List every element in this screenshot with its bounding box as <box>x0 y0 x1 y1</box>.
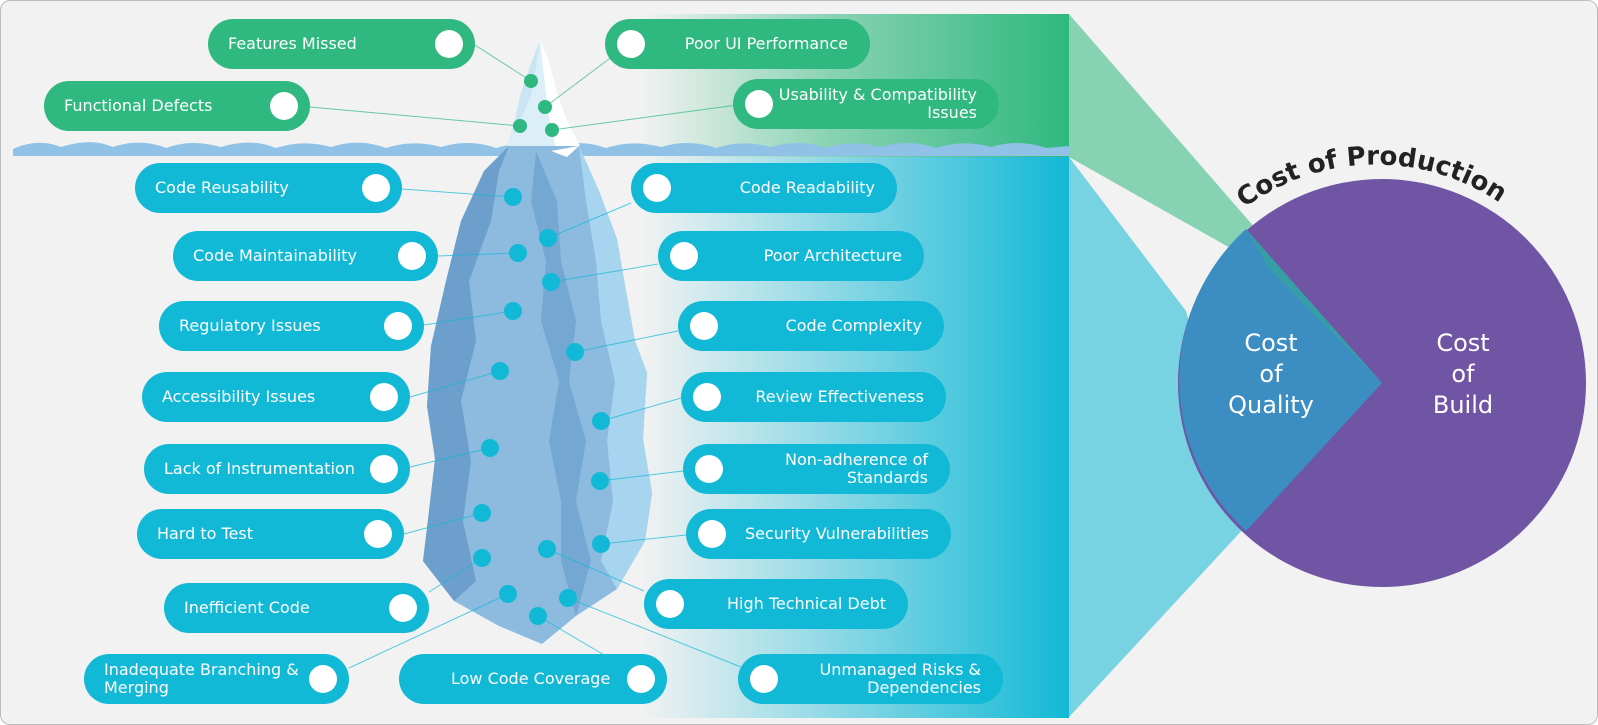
marker-dot <box>643 174 671 202</box>
pill-label: Functional Defects <box>64 96 213 115</box>
pill-label: Inefficient Code <box>184 598 310 617</box>
pill-label: Regulatory Issues <box>179 316 321 335</box>
pill-label: Security Vulnerabilities <box>745 524 929 543</box>
pill-poor-ui-performance: Poor UI Performance <box>605 19 870 69</box>
pill-label: Unmanaged Risks & Dependencies <box>819 660 982 697</box>
marker-dot <box>656 590 684 618</box>
marker-dot <box>693 383 721 411</box>
marker-dot <box>698 520 726 548</box>
quality-overlap <box>1246 229 1382 383</box>
pill-label: Low Code Coverage <box>451 669 611 688</box>
marker-dot <box>695 455 723 483</box>
marker-dot <box>398 242 426 270</box>
pie-quality-slice <box>1179 229 1382 531</box>
pill-code-reusability: Code Reusability <box>135 163 402 213</box>
pill-label: Non-adherence of Standards <box>785 450 928 487</box>
pill-high-technical-debt: High Technical Debt <box>644 579 908 629</box>
pill-label: Code Reusability <box>155 178 289 197</box>
pill-poor-architecture: Poor Architecture <box>658 231 924 281</box>
marker-dot <box>627 665 655 693</box>
pill-label: Poor UI Performance <box>684 34 848 53</box>
pill-hard-to-test: Hard to Test <box>137 509 404 559</box>
marker-dot <box>690 312 718 340</box>
pill-non-adherence: Non-adherence of Standards <box>683 444 950 494</box>
marker-dot <box>745 90 773 118</box>
pill-security-vulnerabilities: Security Vulnerabilities <box>686 509 951 559</box>
marker-dot <box>389 594 417 622</box>
pill-inefficient-code: Inefficient Code <box>164 583 429 633</box>
pill-label: Code Readability <box>739 178 875 197</box>
marker-dot <box>309 665 337 693</box>
pill-low-code-coverage: Low Code Coverage <box>399 654 667 704</box>
pill-label: Accessibility Issues <box>162 387 316 406</box>
pill-label: Inadequate Branching & Merging <box>104 660 299 697</box>
pill-regulatory-issues: Regulatory Issues <box>159 301 424 351</box>
pill-label: Hard to Test <box>157 524 254 543</box>
marker-dot <box>384 312 412 340</box>
pill-inadequate-branching: Inadequate Branching & Merging <box>84 654 349 704</box>
pill-label: High Technical Debt <box>726 594 886 613</box>
pill-usability-compatibility: Usability & Compatibility Issues <box>733 79 999 129</box>
pie-build-label: Cost of Build <box>1432 329 1494 419</box>
pill-label: Code Complexity <box>785 316 922 335</box>
pill-lack-of-instrumentation: Lack of Instrumentation <box>144 444 410 494</box>
quality-projection-below <box>1069 157 1246 717</box>
marker-dot <box>370 455 398 483</box>
pill-label: Lack of Instrumentation <box>164 459 355 478</box>
pill-review-effectiveness: Review Effectiveness <box>681 372 946 422</box>
marker-dot <box>750 665 778 693</box>
pill-code-complexity: Code Complexity <box>678 301 944 351</box>
pill-accessibility-issues: Accessibility Issues <box>142 372 410 422</box>
pill-label: Usability & Compatibility Issues <box>778 85 977 122</box>
pill-code-maintainability: Code Maintainability <box>173 231 438 281</box>
quality-projection-above <box>1069 14 1271 271</box>
pill-label: Poor Architecture <box>763 246 902 265</box>
pie-quality-label: Cost of Quality <box>1228 329 1314 419</box>
pill-features-missed: Features Missed <box>208 19 475 69</box>
pill-label: Review Effectiveness <box>755 387 924 406</box>
marker-dot <box>370 383 398 411</box>
pill-functional-defects: Functional Defects <box>44 81 310 131</box>
marker-dot <box>364 520 392 548</box>
marker-dot <box>362 174 390 202</box>
marker-dot <box>435 30 463 58</box>
marker-dot <box>270 92 298 120</box>
pill-label: Features Missed <box>228 34 357 53</box>
pill-code-readability: Code Readability <box>631 163 897 213</box>
pill-unmanaged-risks: Unmanaged Risks & Dependencies <box>738 654 1003 704</box>
marker-dot <box>617 30 645 58</box>
pill-label: Code Maintainability <box>193 246 357 265</box>
marker-dot <box>670 242 698 270</box>
